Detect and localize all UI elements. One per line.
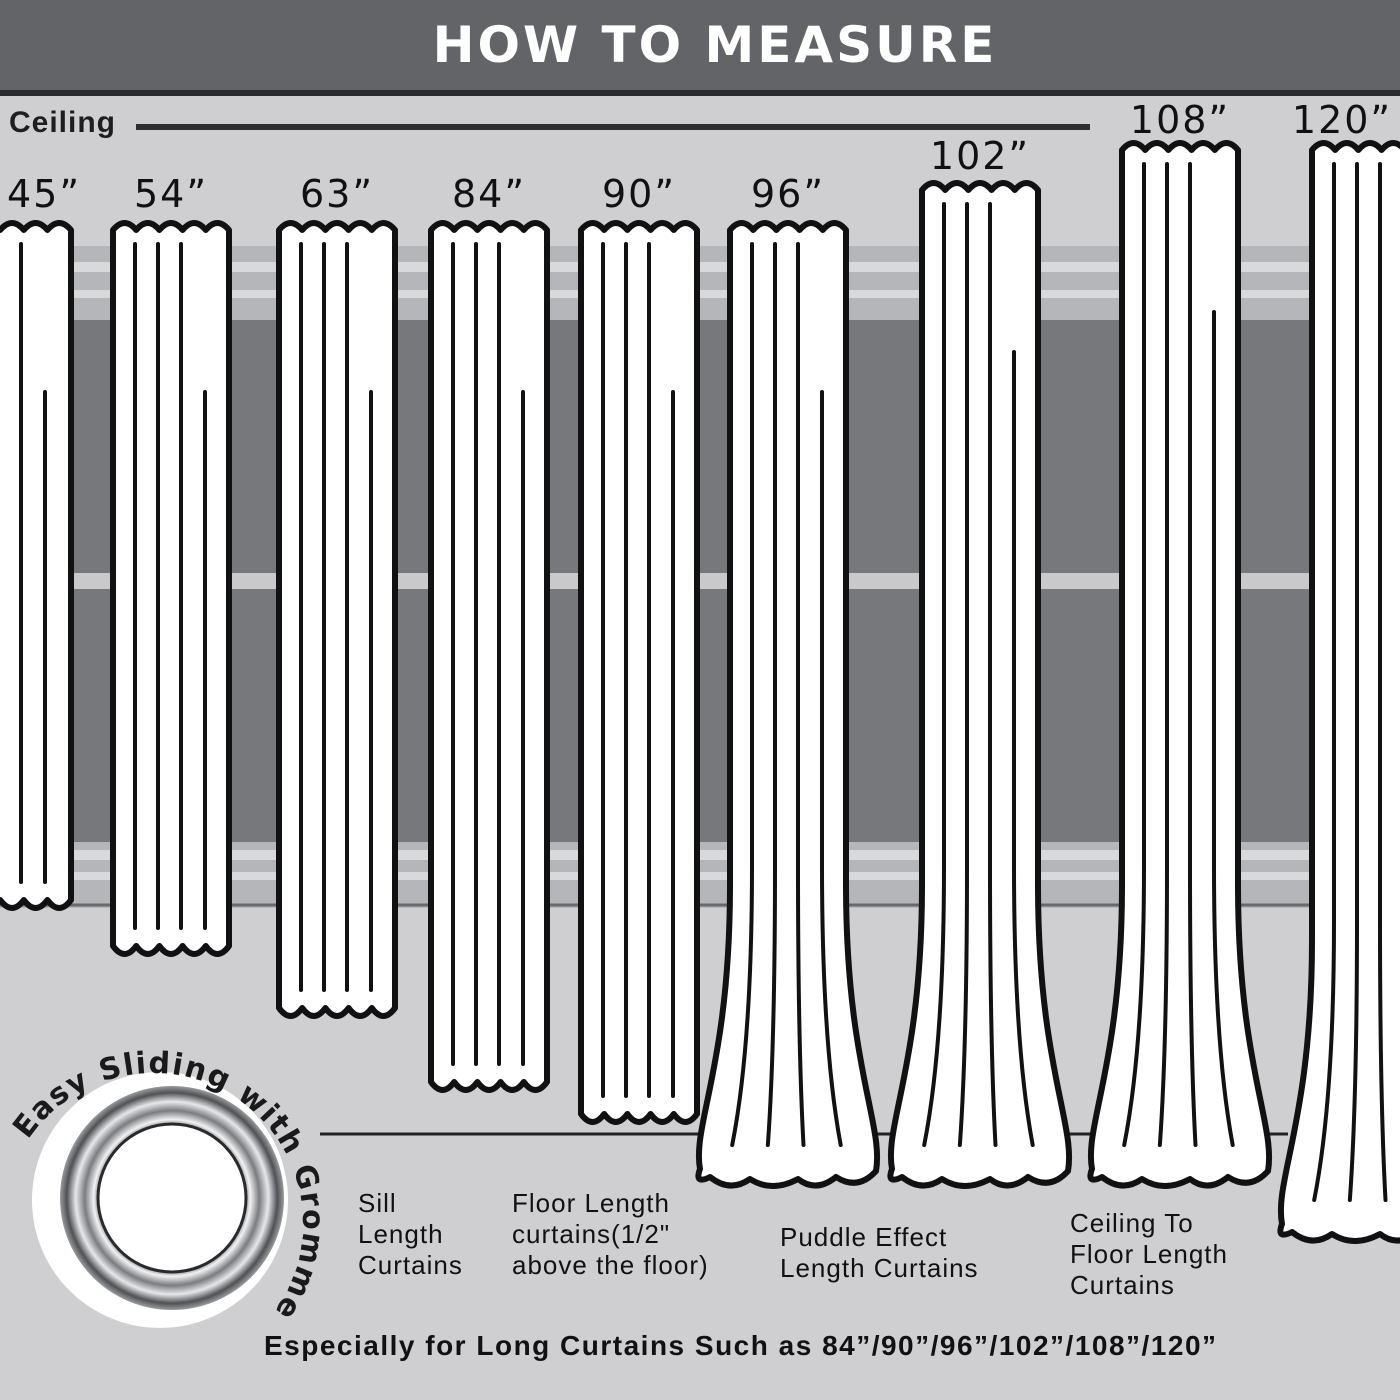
- pleat-line: [988, 202, 998, 1147]
- size-label-102: 102”: [929, 134, 1031, 178]
- curtain-body: [110, 220, 232, 957]
- size-label-96: 96”: [750, 172, 826, 216]
- header-bar: HOW TO MEASURE: [0, 0, 1400, 96]
- pleat-line: [1378, 162, 1388, 1202]
- sill-length-description: Sill Length Curtains: [358, 1188, 463, 1280]
- curtain-panel-84: [428, 220, 550, 1093]
- ceiling-to-floor-description: Ceiling To Floor Length Curtains: [1070, 1208, 1228, 1300]
- pleat-line: [1212, 310, 1235, 1147]
- pleat-line: [922, 202, 946, 1147]
- pleat-line: [1188, 162, 1198, 1147]
- curtain-body: [887, 180, 1073, 1189]
- curtain-panel-90: [578, 220, 700, 1125]
- curtain-body: [276, 220, 398, 1019]
- pleat-line: [1347, 162, 1359, 1202]
- pleat-line: [957, 202, 969, 1147]
- size-label-45: 45”: [6, 172, 82, 216]
- curtain-panel-108: [1087, 140, 1273, 1189]
- size-label-54: 54”: [133, 172, 209, 216]
- curtain-body: [428, 220, 550, 1093]
- page-title: HOW TO MEASURE: [432, 16, 998, 74]
- pleat-line: [820, 390, 843, 1147]
- curtain-panel-45: [0, 220, 74, 911]
- size-label-63: 63”: [299, 172, 375, 216]
- curtain-body: [578, 220, 700, 1125]
- pleat-line: [1012, 350, 1035, 1147]
- floor-length-description: Floor Length curtains(1/2" above the flo…: [512, 1188, 709, 1280]
- pleat-line: [765, 242, 777, 1147]
- grommet-badge: Easy Sliding with Grommets: [0, 1000, 329, 1328]
- curtain-panel-54: [110, 220, 232, 957]
- pleat-line: [730, 242, 754, 1147]
- pleat-line: [1122, 162, 1146, 1147]
- pleat-line: [1157, 162, 1169, 1147]
- grommet-hole: [96, 1122, 248, 1274]
- size-label-90: 90”: [601, 172, 677, 216]
- curtain-layer: [0, 140, 1400, 1244]
- curtain-body: [1087, 140, 1273, 1189]
- curtain-body: [695, 220, 881, 1189]
- pleat-line: [1312, 162, 1336, 1202]
- size-label-120: 120”: [1291, 98, 1393, 142]
- size-label-108: 108”: [1129, 98, 1231, 142]
- curtain-panel-63: [276, 220, 398, 1019]
- pleat-line: [796, 242, 806, 1147]
- curtain-panel-96: [695, 220, 881, 1189]
- footer-note: Especially for Long Curtains Such as 84”…: [264, 1330, 1218, 1361]
- curtain-panel-120: [1277, 140, 1400, 1244]
- curtain-body: [1277, 140, 1400, 1244]
- curtain-panel-102: [887, 180, 1073, 1189]
- ceiling-label: Ceiling: [9, 106, 117, 139]
- size-label-84: 84”: [451, 172, 527, 216]
- puddle-length-description: Puddle Effect Length Curtains: [780, 1222, 979, 1283]
- curtain-body: [0, 220, 74, 911]
